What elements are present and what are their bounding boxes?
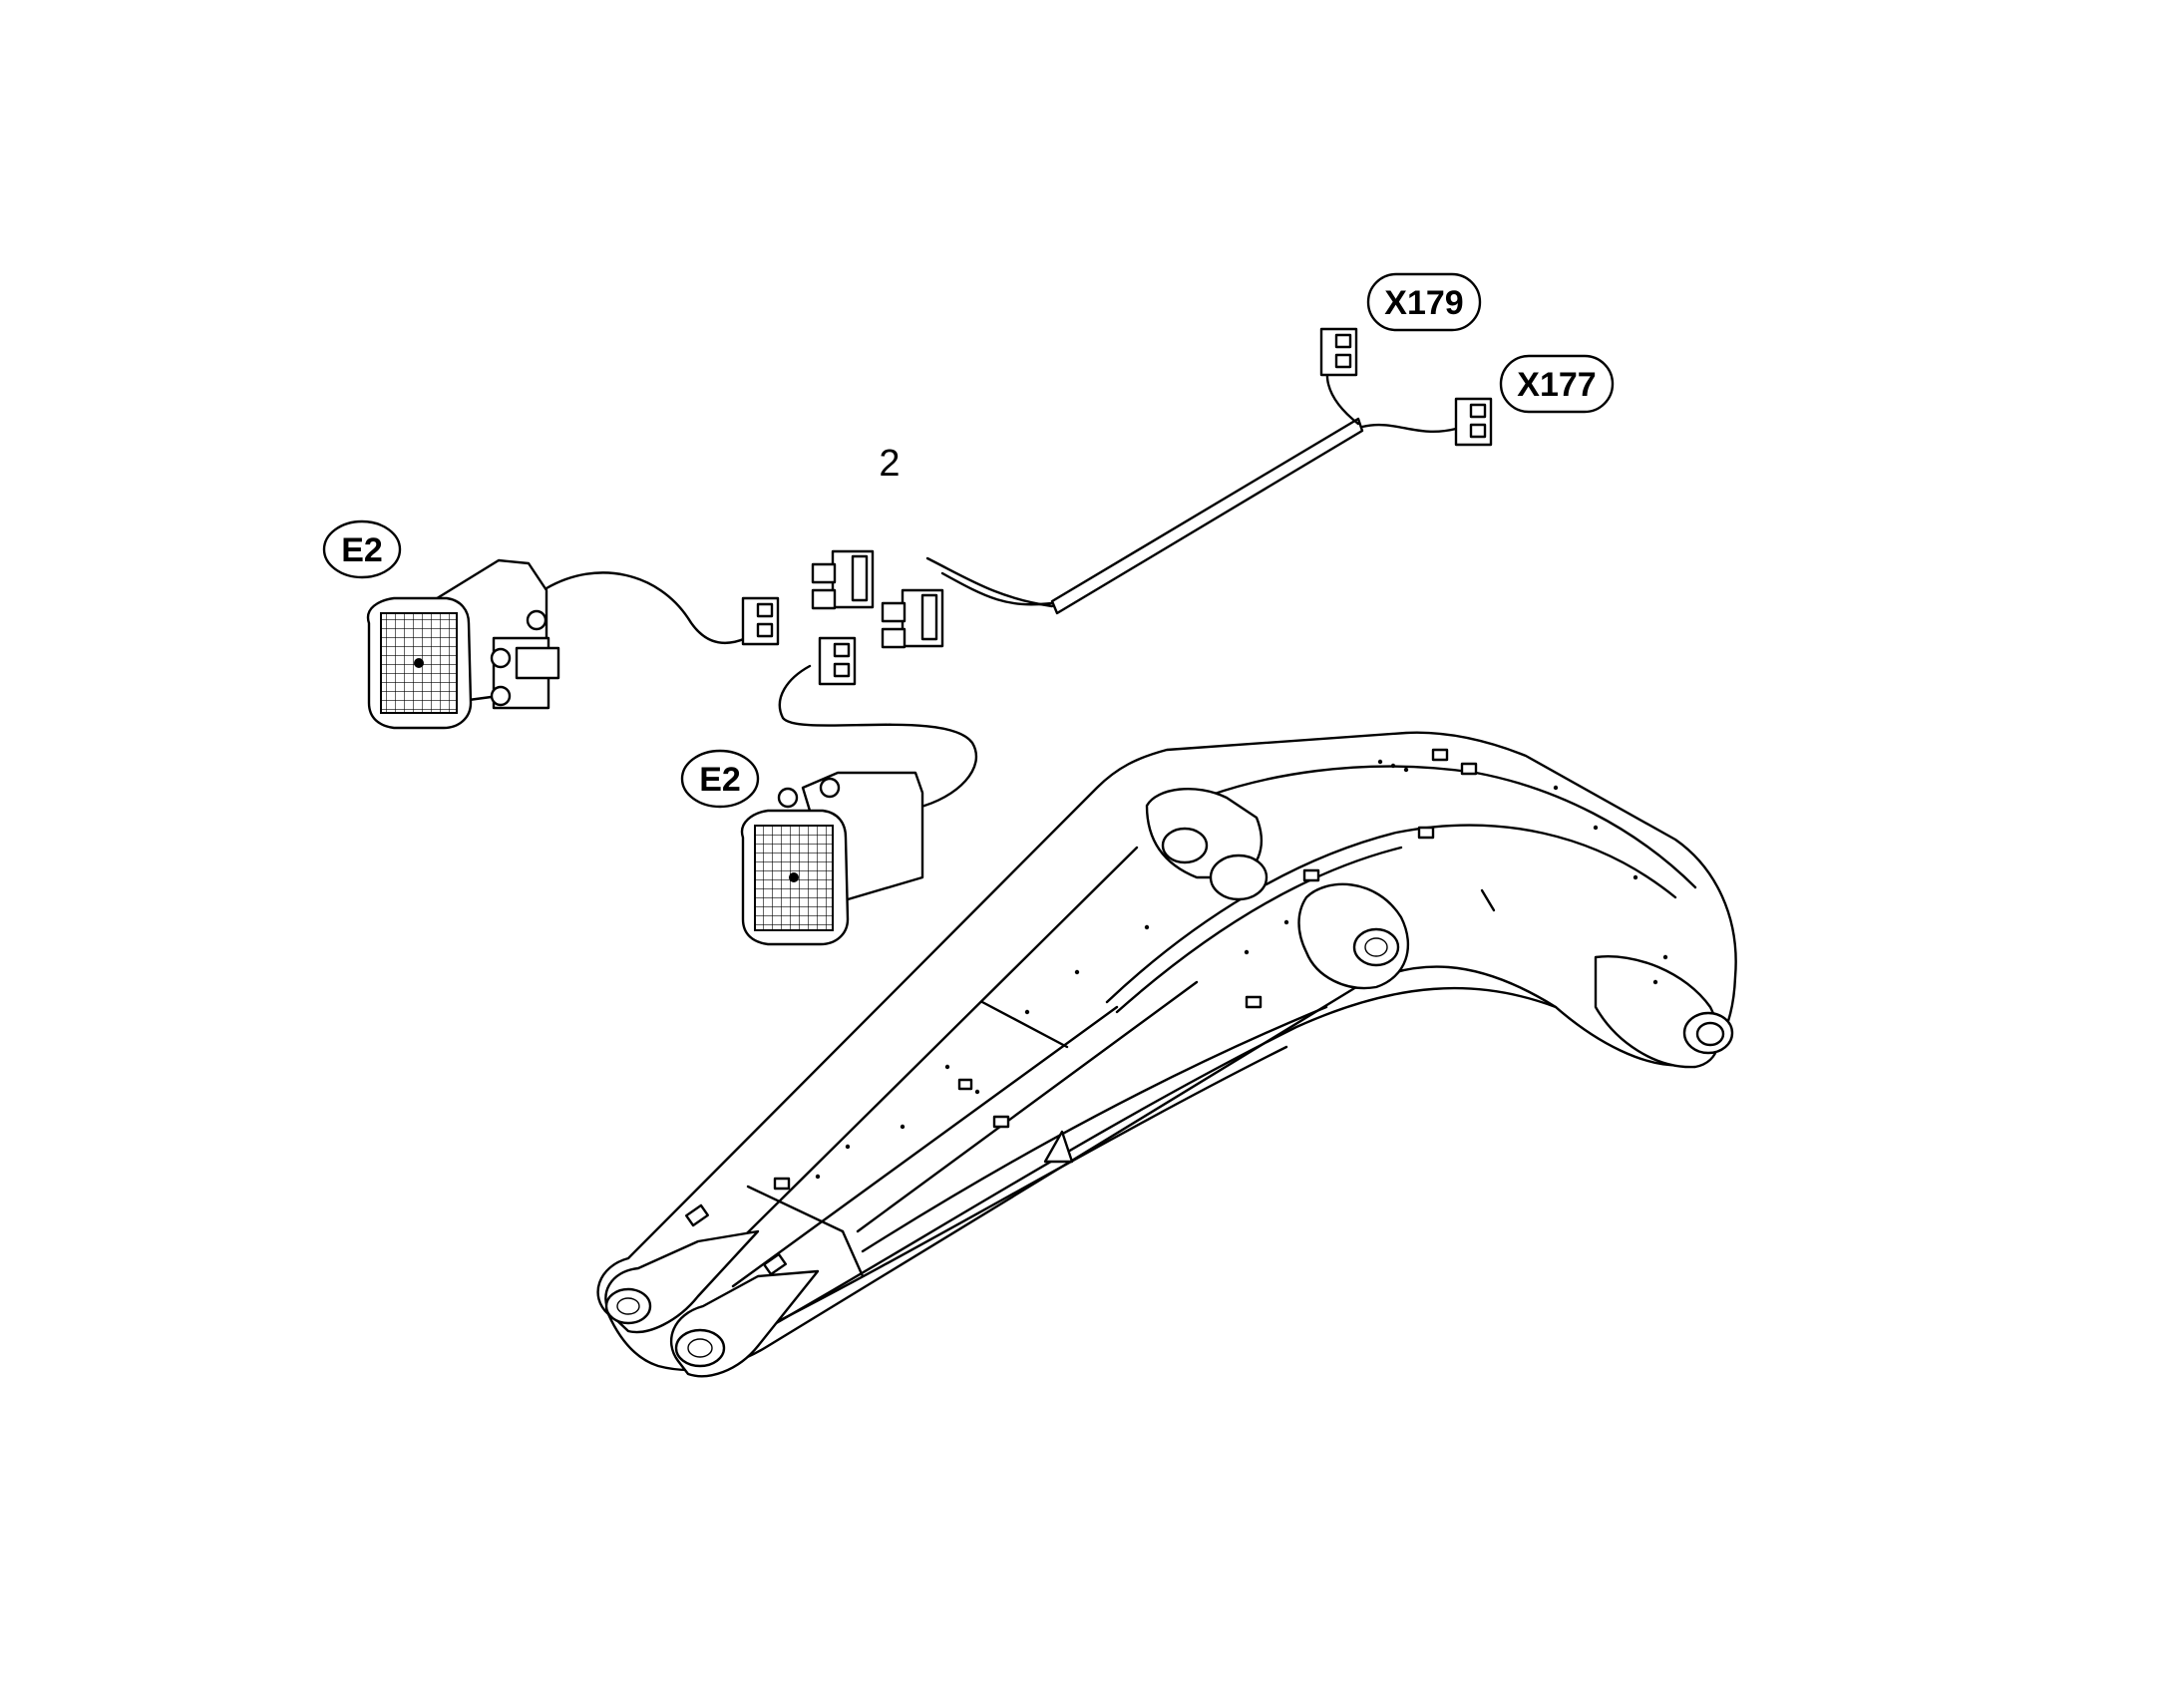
svg-text:X179: X179 — [1384, 284, 1463, 322]
connector-x177-plug — [1454, 397, 1493, 447]
alarm-unit-upper-e2 — [366, 558, 560, 730]
alarm-unit-lower-e2 — [740, 771, 924, 946]
wiring-harness — [545, 347, 1458, 810]
connector-upper-e2-plug — [741, 596, 780, 646]
svg-text:E2: E2 — [341, 531, 383, 569]
connector-socket-upper — [811, 549, 875, 610]
callout-e2-upper: E2 — [322, 519, 402, 579]
callout-x179: X179 — [1366, 272, 1482, 332]
callout-e2-lower: E2 — [680, 749, 760, 809]
callout-x177: X177 — [1499, 354, 1615, 414]
connector-lower-e2-plug — [818, 636, 857, 686]
excavator-boom — [596, 731, 1737, 1378]
item-number-label: 2 — [879, 443, 900, 485]
connector-socket-lower — [881, 588, 944, 649]
connector-x179-plug — [1319, 327, 1358, 377]
svg-text:E2: E2 — [699, 761, 741, 799]
svg-text:X177: X177 — [1517, 366, 1596, 404]
